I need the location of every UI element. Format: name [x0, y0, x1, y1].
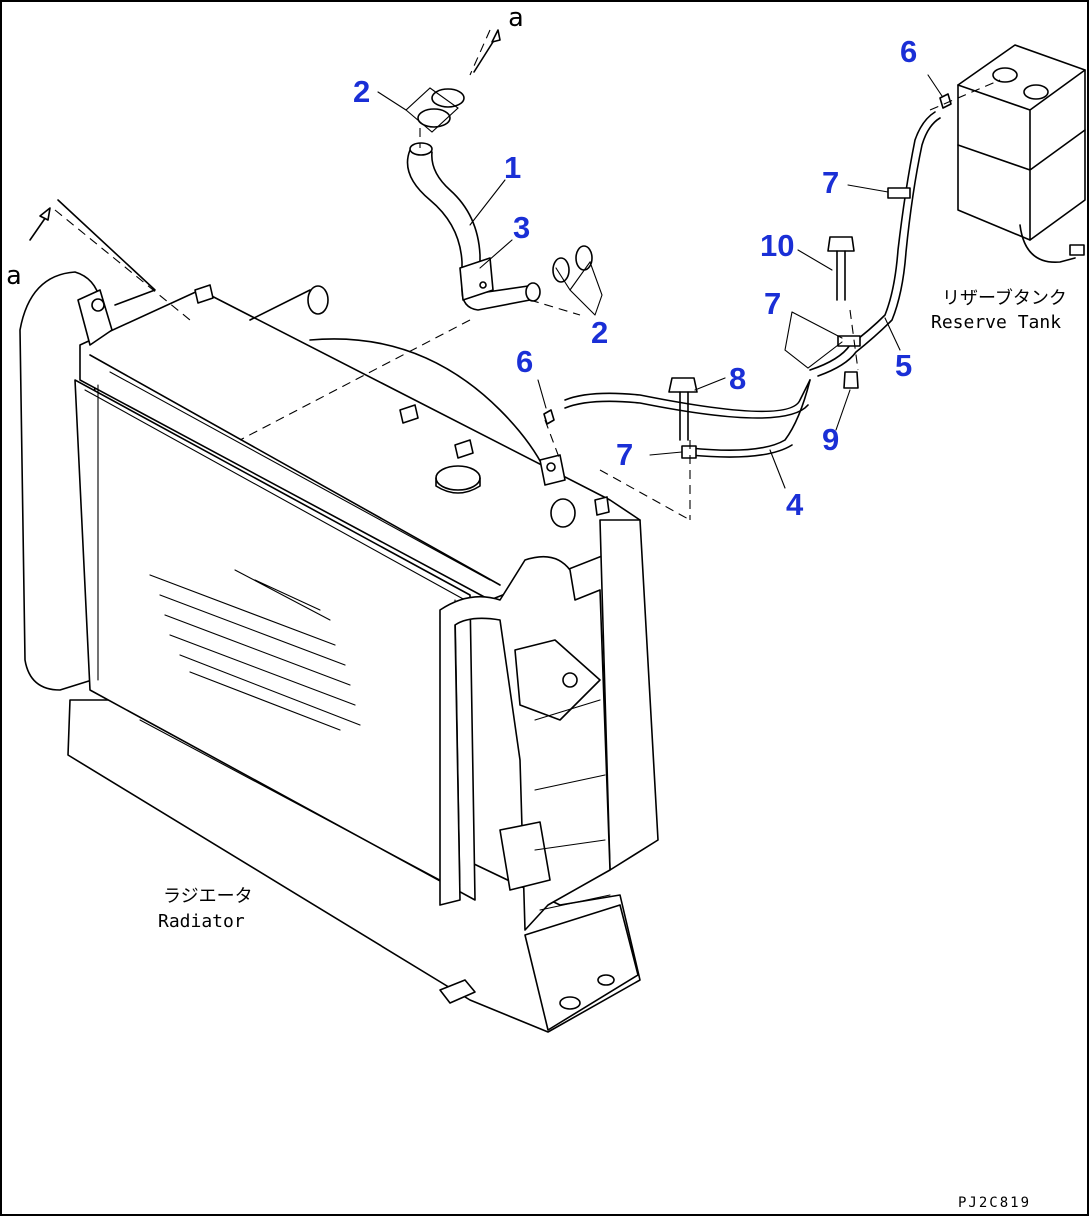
- ref-mark-a-top: a: [508, 3, 524, 33]
- overflow-port: [539, 454, 610, 528]
- clamp-3: [459, 257, 494, 301]
- callout-3-clamp: 3: [513, 210, 530, 245]
- radiator-core: [74, 379, 476, 901]
- callout-10-bolt: 10: [760, 228, 794, 263]
- callout-9-nut: 9: [822, 422, 839, 457]
- mount-bracket-upper: [514, 639, 601, 721]
- reserve-tank-label-jp: リザーブタンク: [942, 287, 1067, 309]
- assembly-center-lines: [54, 29, 1001, 521]
- leader-lines: [377, 74, 943, 489]
- drain-cock: [439, 979, 476, 1004]
- callout-2-clamp-top: 2: [353, 74, 370, 109]
- callout-7-clip-upper: 7: [822, 165, 839, 200]
- radiator-label-en: Radiator: [158, 911, 245, 932]
- arrow-a-top: [473, 29, 501, 73]
- callout-7-clip-mid: 7: [764, 286, 781, 321]
- arrow-a-left: [29, 199, 156, 306]
- mount-bracket-lower: [499, 821, 551, 891]
- radiator-label-jp: ラジエータ: [163, 886, 253, 907]
- callout-5-hose: 5: [895, 348, 912, 383]
- hose-1: [406, 142, 541, 311]
- radiator-right-frame: [599, 519, 659, 871]
- clip-7-lower: [681, 445, 697, 459]
- radiator-assembly: [19, 271, 659, 1033]
- callout-4-hose: 4: [786, 487, 804, 522]
- bottom-mount: [524, 904, 639, 1031]
- callout-2-clamp-side: 2: [591, 315, 608, 350]
- radiator-filler-cap: [435, 465, 481, 494]
- bolt-8: [668, 377, 698, 441]
- clip-7-mid: [837, 335, 861, 347]
- clamps-2-side: [552, 245, 593, 283]
- callout-1-hose: 1: [504, 150, 521, 185]
- callout-6-washer-lower: 6: [516, 344, 533, 379]
- drawing-code: PJ2C819: [958, 1195, 1031, 1211]
- callout-8-bolt: 8: [729, 361, 746, 396]
- reserve-tank: [957, 44, 1086, 263]
- washer-6-upper: [939, 93, 952, 109]
- ref-mark-a-left: a: [6, 261, 22, 291]
- washer-6-lower: [543, 409, 555, 425]
- callout-7-clip-lower: 7: [616, 437, 633, 472]
- radiator-right-tank: [439, 555, 611, 931]
- reserve-tank-label-en: Reserve Tank: [931, 312, 1061, 333]
- nut-9: [843, 371, 859, 389]
- clip-7-upper: [887, 187, 911, 199]
- bolt-10: [827, 236, 855, 301]
- callout-6-washer-upper: 6: [900, 34, 917, 69]
